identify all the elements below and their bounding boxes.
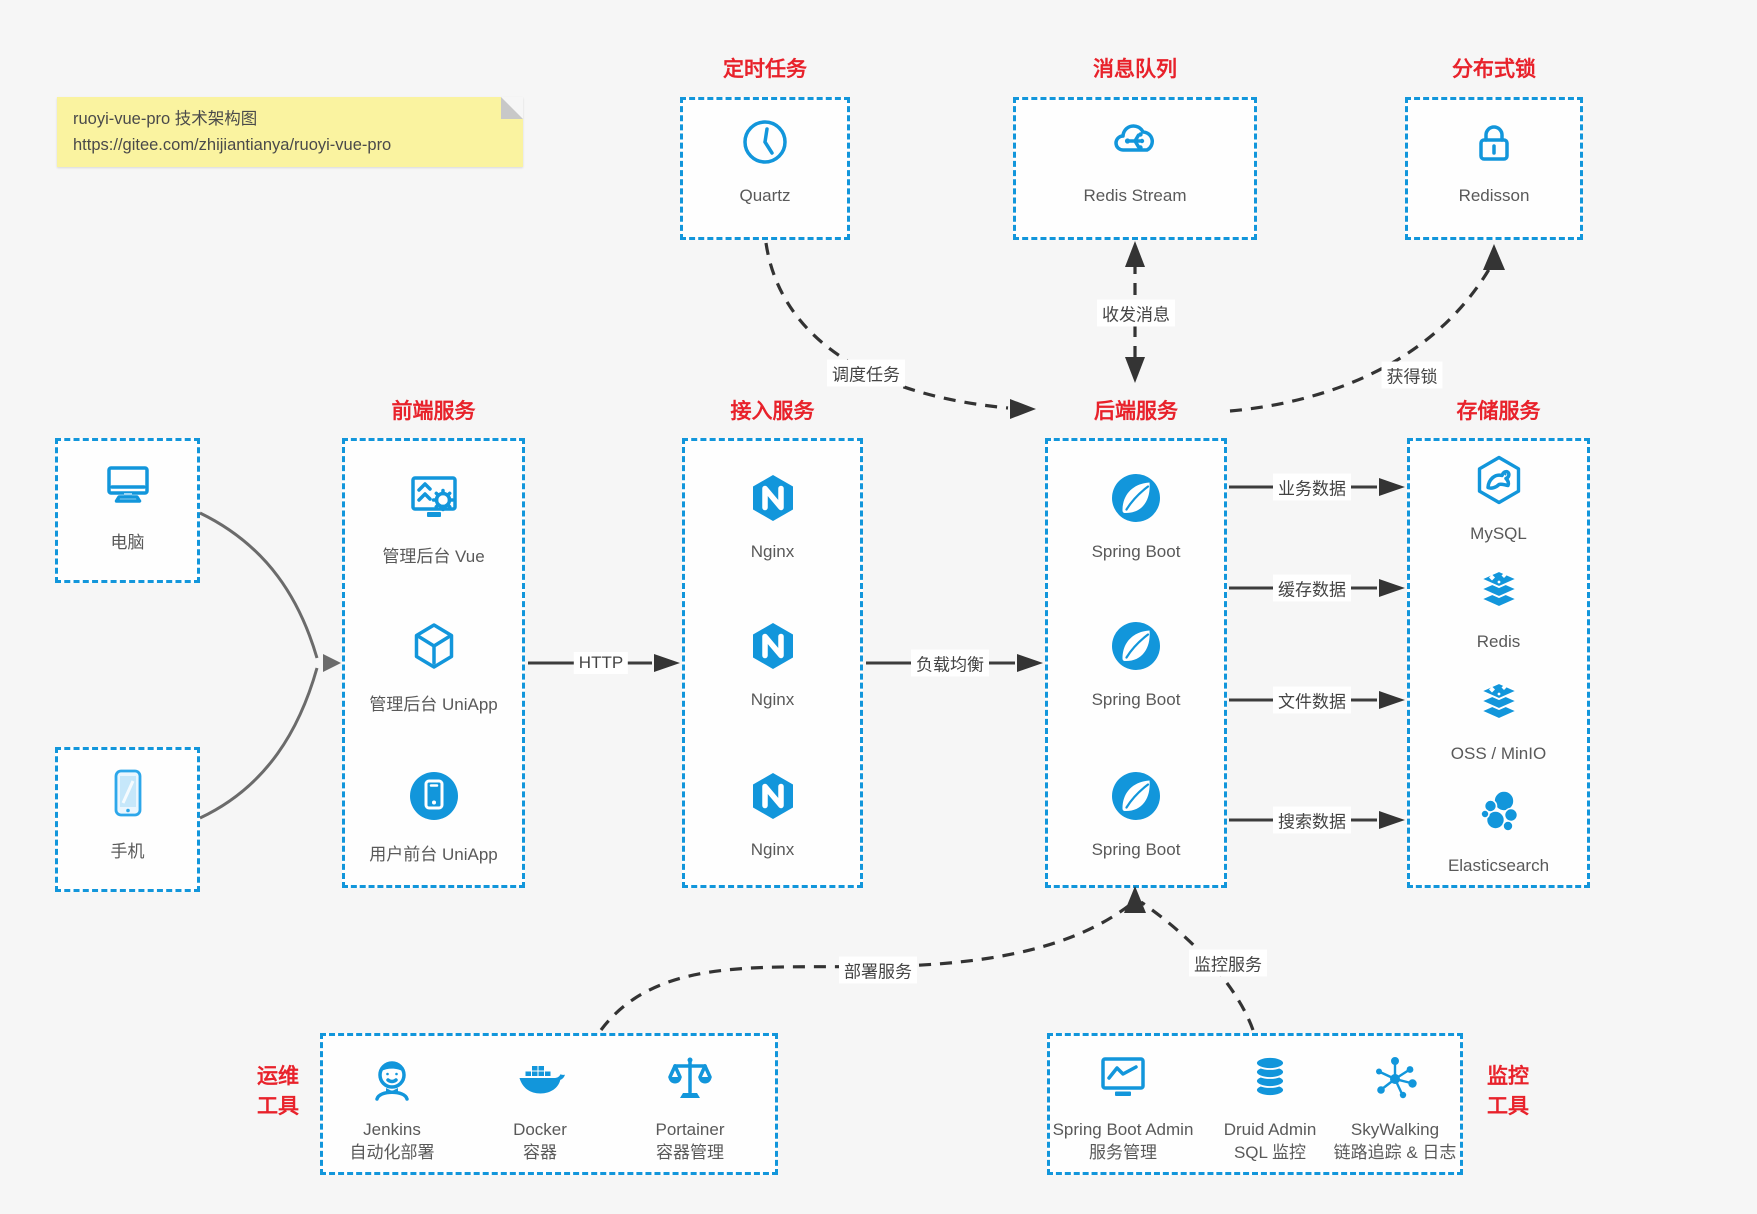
edge-label-http: HTTP [573,652,629,674]
monitoring-item-name: Druid Admin [1223,1120,1317,1139]
redis-stack-icon [1471,560,1527,621]
monitoring-tools-side-label: 监控 工具 [1487,1065,1529,1118]
jenkins-icon [364,1050,420,1111]
mysql-icon [1471,452,1527,513]
sticky-note: ruoyi-vue-pro 技术架构图 https://gitee.com/zh… [57,97,523,167]
backend-group-title: 后端服务 [1094,400,1178,423]
monitor-chart-icon [1095,1050,1151,1111]
monitoring-item-desc: 链路追踪 & 日志 [1333,1143,1457,1162]
lock-group-box [1405,97,1583,240]
edge-label-monitor-service: 监控服务 [1189,949,1267,977]
elasticsearch-icon [1471,784,1527,845]
storage-stack-icon [1471,672,1527,733]
topology-icon [1367,1050,1423,1111]
storage-group-title: 存储服务 [1456,400,1541,423]
scheduler-group-title: 定时任务 [723,58,807,81]
arrowhead-into-frontend [323,654,341,672]
frontend-item-label: 管理后台 UniApp [369,695,498,714]
edge-acquire-lock [1229,265,1493,413]
computer-client-box [55,438,200,583]
frontend-item-label: 管理后台 Vue [382,547,485,566]
edge-label-file-data: 文件数据 [1273,686,1351,714]
computer-label: 电脑 [110,533,145,552]
ops-tools-box [320,1033,778,1175]
docker-whale-icon [512,1050,568,1111]
spring-boot-icon [1108,618,1164,679]
monitoring-item-desc: 服务管理 [1089,1143,1157,1162]
note-title: ruoyi-vue-pro 技术架构图 [73,110,258,128]
edge-label-acquire-lock: 获得锁 [1381,361,1443,389]
padlock-icon [1466,114,1522,175]
uniapp-cube-icon [406,618,462,679]
backend-item-label: Spring Boot [1091,690,1181,709]
storage-item-label: MySQL [1470,524,1527,543]
clock-icon [737,114,793,175]
monitoring-item-desc: SQL 监控 [1233,1143,1307,1162]
backend-item-label: Spring Boot [1091,840,1181,859]
mq-group-box [1013,97,1257,240]
note-url: https://gitee.com/zhijiantianya/ruoyi-vu… [73,136,392,154]
nginx-icon [745,768,801,829]
storage-item-label: Redis [1476,632,1521,651]
ops-item-desc: 自动化部署 [349,1143,435,1162]
ops-item-desc: 容器管理 [656,1143,724,1162]
monitoring-item-name: SkyWalking [1350,1120,1440,1139]
frontend-group-title: 前端服务 [391,400,476,423]
spring-boot-icon [1108,768,1164,829]
mq-group-title: 消息队列 [1093,58,1177,81]
storage-item-label: OSS / MinIO [1450,744,1547,763]
gateway-item-label: Nginx [750,690,795,709]
scales-icon [662,1050,718,1111]
edge-label-load-balance: 负载均衡 [911,649,989,677]
edge-label-deploy-service: 部署服务 [839,956,917,984]
edge-label-send-receive-msg: 收发消息 [1097,299,1175,327]
edge-computer-to-frontend [199,511,319,659]
edge-label-business-data: 业务数据 [1273,473,1351,501]
cloud-network-icon [1107,114,1163,175]
ops-item-name: Portainer [655,1120,725,1139]
frontend-item-label: 用户前台 UniApp [369,845,498,864]
nginx-icon [745,618,801,679]
smartphone-icon [100,765,156,826]
lock-group-title: 分布式锁 [1452,58,1536,81]
database-icon [1242,1050,1298,1111]
quartz-label: Quartz [739,186,791,205]
ops-item-name: Jenkins [363,1120,421,1139]
monitoring-item-name: Spring Boot Admin [1052,1120,1194,1139]
mobile-app-icon [406,768,462,829]
phone-label: 手机 [110,842,145,861]
gateway-group-title: 接入服务 [730,400,815,423]
storage-item-label: Elasticsearch [1447,856,1550,875]
redis-stream-label: Redis Stream [1083,186,1187,205]
redisson-label: Redisson [1458,186,1530,205]
ops-item-desc: 容器 [523,1143,557,1162]
ops-tools-side-label: 运维 工具 [257,1065,299,1118]
ops-item-name: Docker [513,1120,567,1139]
gateway-item-label: Nginx [750,542,795,561]
edge-label-dispatch-job: 调度任务 [827,359,905,387]
nginx-icon [745,470,801,531]
edge-label-cache-data: 缓存数据 [1273,574,1351,602]
edge-label-search-data: 搜索数据 [1273,806,1351,834]
desktop-icon [100,456,156,517]
admin-dashboard-icon [406,470,462,531]
gateway-item-label: Nginx [750,840,795,859]
spring-boot-icon [1108,470,1164,531]
monitoring-tools-box [1047,1033,1463,1175]
edge-phone-to-frontend [199,667,319,820]
backend-item-label: Spring Boot [1091,542,1181,561]
